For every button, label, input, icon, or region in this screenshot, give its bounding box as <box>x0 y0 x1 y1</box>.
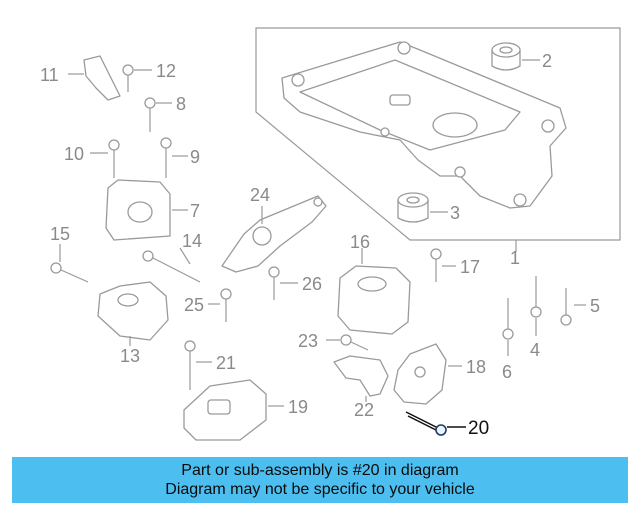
part-12-bolt <box>122 64 152 92</box>
callout-23: 23 <box>298 331 318 351</box>
subframe-box <box>255 27 621 241</box>
callout-21: 21 <box>216 353 236 373</box>
part-26-bolt <box>268 266 298 300</box>
part-22-bracket <box>333 355 389 402</box>
callout-12: 12 <box>156 61 176 81</box>
info-banner: Part or sub-assembly is #20 in diagram D… <box>12 457 628 503</box>
part-6-bolt <box>502 298 514 356</box>
part-15-bolt <box>50 244 89 283</box>
part-20-bolt <box>405 411 466 436</box>
callout-6: 6 <box>502 362 512 382</box>
part-9-bolt <box>160 137 188 178</box>
banner-line-1: Part or sub-assembly is #20 in diagram <box>181 462 459 479</box>
callout-8: 8 <box>176 94 186 114</box>
callout-1: 1 <box>510 248 520 268</box>
part-21-bolt <box>184 340 212 390</box>
callout-14: 14 <box>182 231 202 251</box>
callout-22: 22 <box>354 400 374 420</box>
part-7-mount <box>105 179 188 241</box>
callout-4: 4 <box>530 340 540 360</box>
part-5-bolt <box>560 288 586 326</box>
part-16-mount <box>337 248 411 335</box>
callout-18: 18 <box>466 357 486 377</box>
part-10-bolt <box>90 139 120 178</box>
part-19-mount <box>183 379 284 441</box>
callout-2: 2 <box>542 51 552 71</box>
callout-26: 26 <box>302 274 322 294</box>
part-11-bracket <box>68 55 121 101</box>
part-23-bolt <box>326 334 369 351</box>
callout-10: 10 <box>64 144 84 164</box>
callout-13: 13 <box>120 346 140 366</box>
callout-17: 17 <box>460 257 480 277</box>
part-17-bolt <box>430 248 456 282</box>
callout-25: 25 <box>184 295 204 315</box>
callout-3: 3 <box>450 203 460 223</box>
part-25-bolt <box>208 288 232 322</box>
callout-16: 16 <box>350 232 370 252</box>
callout-11: 11 <box>40 65 59 85</box>
banner-line-2: Diagram may not be specific to your vehi… <box>165 481 475 498</box>
part-13-mount <box>97 281 169 346</box>
part-2-bushing <box>491 42 540 71</box>
callout-24: 24 <box>250 185 270 205</box>
part-14-bolt <box>142 247 201 283</box>
parts-diagram: 1 2 3 4 5 6 7 8 9 10 11 12 13 14 15 16 1… <box>40 27 621 441</box>
callout-7: 7 <box>190 201 200 221</box>
part-18-bracket <box>393 343 462 405</box>
part-3-bushing <box>397 192 448 223</box>
callout-5: 5 <box>590 296 600 316</box>
callout-9: 9 <box>190 147 200 167</box>
part-4-bolt <box>530 276 542 336</box>
part-24-torque-rod <box>221 195 327 273</box>
callout-20: 20 <box>468 418 489 439</box>
callout-19: 19 <box>288 397 308 417</box>
subframe-part <box>281 41 567 209</box>
part-8-bolt <box>144 97 172 132</box>
callout-15: 15 <box>50 224 70 244</box>
